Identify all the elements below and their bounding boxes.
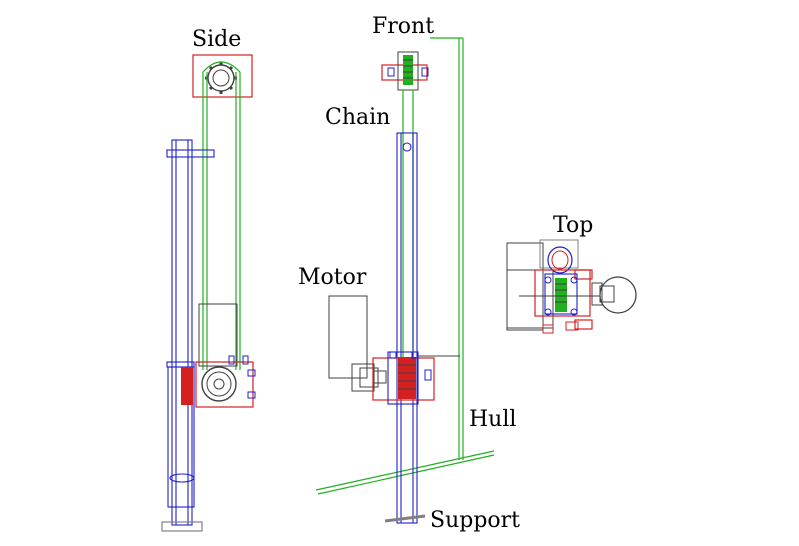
front-motor — [328, 295, 368, 379]
top-sprocket-ring — [547, 246, 573, 274]
front-chain — [402, 90, 414, 360]
top-chain-block — [555, 278, 567, 312]
front-view: Front Chain Motor — [298, 14, 520, 533]
top-motor-end — [599, 276, 637, 314]
label-chain: Chain — [325, 105, 390, 130]
label-front: Front — [372, 14, 434, 39]
side-base-plate — [161, 521, 203, 532]
side-top-housing — [192, 54, 253, 98]
label-motor: Motor — [298, 265, 367, 290]
label-hull: Hull — [469, 407, 516, 432]
label-top: Top — [553, 213, 593, 238]
side-chain — [202, 61, 241, 370]
front-top-chain-block — [403, 55, 413, 85]
front-motor-coupling — [351, 363, 387, 392]
side-red-bracket — [181, 367, 193, 405]
top-coupling — [591, 282, 603, 306]
top-motor — [506, 242, 544, 331]
front-top-sprocket — [397, 51, 419, 91]
top-view: Top — [506, 213, 637, 334]
side-lower-sprocket — [201, 366, 237, 402]
front-gearbox-frame — [387, 351, 419, 405]
side-view: Side — [161, 27, 256, 532]
side-top-sprocket — [205, 62, 237, 94]
top-housing — [534, 269, 591, 317]
side-gearbox — [195, 361, 254, 408]
label-support: Support — [430, 508, 520, 533]
front-main-tube — [396, 132, 418, 524]
label-side: Side — [192, 27, 241, 52]
front-support-foot — [384, 514, 426, 523]
side-bolts — [228, 355, 256, 399]
side-motor-body — [198, 303, 238, 367]
front-gearbox-core — [398, 357, 416, 399]
front-hull — [315, 37, 495, 495]
